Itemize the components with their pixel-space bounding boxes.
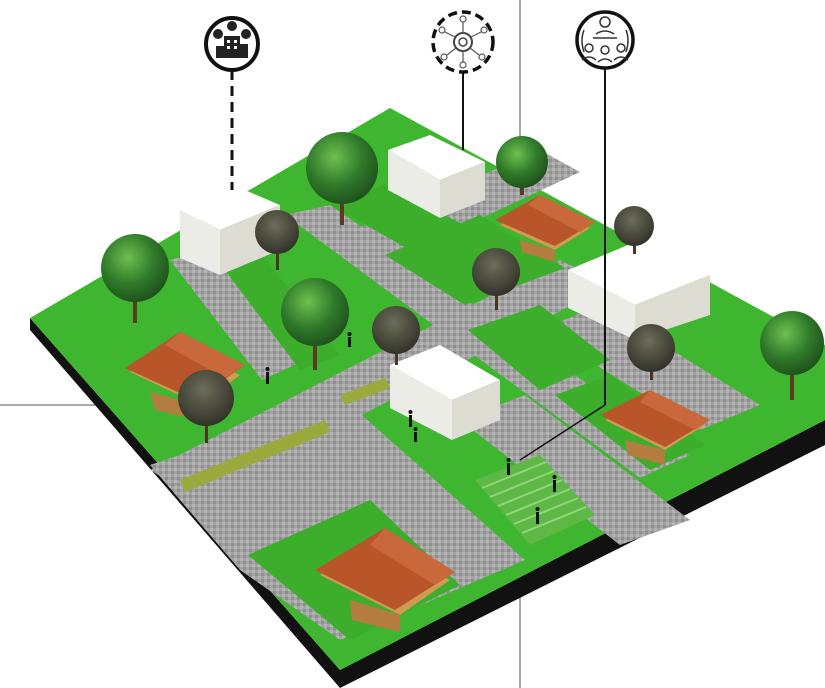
house: [315, 528, 455, 632]
building-block: [390, 345, 500, 440]
house: [600, 390, 710, 465]
callout-stems: [230, 68, 606, 461]
tree: [306, 132, 378, 225]
tree: [627, 324, 675, 380]
white-blocks: [180, 135, 710, 440]
planting-strip: [340, 378, 390, 405]
tree: [255, 210, 299, 270]
people: [265, 332, 557, 524]
tree: [281, 278, 349, 370]
tree: [178, 370, 234, 443]
building-block: [388, 135, 485, 218]
tree: [101, 234, 169, 323]
network-hub-icon: [431, 10, 495, 74]
tree: [372, 306, 420, 365]
community-gathering-icon: [575, 10, 635, 70]
building-block: [568, 240, 710, 340]
community-garden: [475, 455, 595, 545]
planting-strip: [180, 420, 330, 492]
connector-lines: [0, 0, 521, 688]
tree: [472, 248, 520, 310]
trees: [101, 132, 824, 443]
community-buildings-icon: [204, 16, 260, 72]
tree: [614, 206, 654, 254]
tree: [760, 311, 824, 400]
house: [495, 195, 595, 262]
tree: [496, 136, 548, 195]
